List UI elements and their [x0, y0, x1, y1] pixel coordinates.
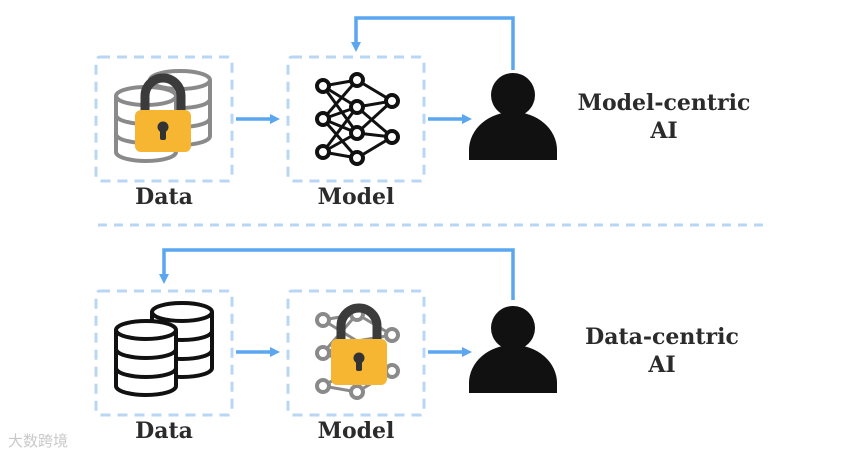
watermark: 大数跨境 — [8, 432, 69, 450]
bottom-side-label-line1: Data-centric — [585, 324, 739, 350]
top-feedback-arrow — [351, 16, 515, 70]
top-side-label: Model-centric AI — [564, 90, 764, 145]
person-icon — [469, 306, 557, 393]
locked-neural-network-icon — [315, 303, 400, 400]
top-side-label-line1: Model-centric — [577, 90, 751, 116]
top-model-box — [286, 55, 426, 183]
database-icon — [114, 301, 214, 397]
top-side-label-line2: AI — [650, 117, 678, 144]
bottom-data-label: Data — [135, 418, 193, 444]
top-model-label: Model — [317, 184, 395, 210]
top-data-label: Data — [135, 184, 193, 210]
locked-database-icon — [114, 69, 212, 163]
bottom-side-label-line2: AI — [648, 351, 676, 378]
bottom-side-label: Data-centric AI — [562, 324, 762, 379]
top-data-box — [94, 55, 234, 183]
neural-network-icon — [315, 72, 400, 166]
bottom-model-label: Model — [317, 418, 395, 444]
bottom-data-box — [94, 289, 234, 417]
person-icon — [469, 73, 557, 160]
bottom-feedback-arrow — [159, 248, 515, 300]
bottom-model-box — [286, 289, 426, 417]
